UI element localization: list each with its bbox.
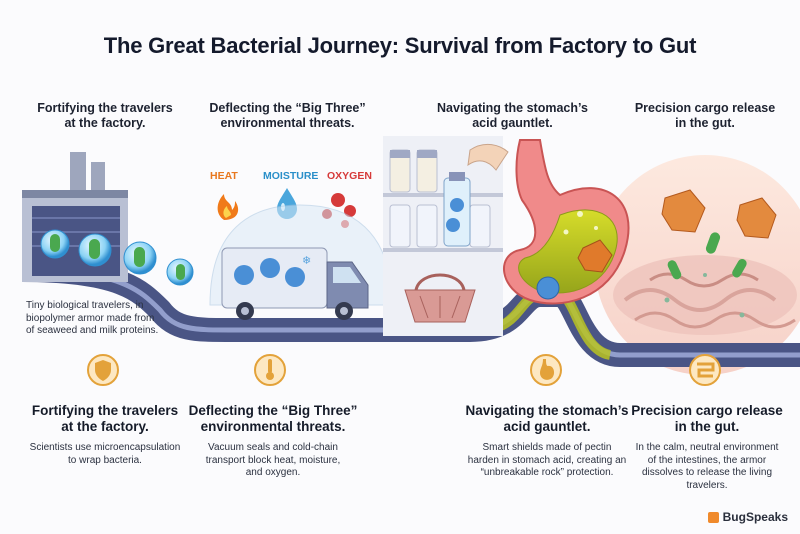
stage-1-description: Scientists use microencapsulation to wra… xyxy=(29,442,181,466)
stomach xyxy=(503,139,630,305)
shield-icon xyxy=(95,360,111,381)
stage-badge-shield xyxy=(87,354,119,386)
stage-2-heading: Deflecting the “Big Three” environmental… xyxy=(188,403,358,434)
stage-3-heading: Navigating the stomach’s acid gauntlet. xyxy=(465,403,629,434)
stage-badge-intestine xyxy=(689,354,721,386)
stage-2-top-caption: Deflecting the “Big Three” environmental… xyxy=(209,101,366,130)
stage-badge-thermometer xyxy=(254,354,286,386)
stage-4-top-caption: Precision cargo release in the gut. xyxy=(634,101,776,130)
stage-badge-stomach xyxy=(530,354,562,386)
encapsulated-bacteria-group xyxy=(40,229,194,286)
stomach-icon xyxy=(540,359,555,380)
delivery-truck: ❄ xyxy=(209,204,393,320)
intestine-scene xyxy=(595,155,800,375)
brand-name: BugSpeaks xyxy=(722,510,788,524)
stage-1-heading: Fortifying the travelers at the factory. xyxy=(31,403,179,434)
stage-2-description: Vacuum seals and cold-chain transport bl… xyxy=(205,442,341,478)
threat-label-moisture: MOISTURE xyxy=(263,170,319,182)
factory-note: Tiny biological travelers, in biopolymer… xyxy=(26,300,159,336)
page-title: The Great Bacterial Journey: Survival fr… xyxy=(103,33,697,58)
stage-1-top-caption: Fortifying the travelers at the factory. xyxy=(37,101,173,130)
stage-4-description: In the calm, neutral environment of the … xyxy=(635,442,779,491)
stage-3-description: Smart shields made of pectin harden in s… xyxy=(467,442,627,478)
stage-4-heading: Precision cargo release in the gut. xyxy=(631,403,783,434)
brand-mark-icon xyxy=(707,511,719,523)
thermometer-icon xyxy=(266,359,274,380)
stage-3-top-caption: Navigating the stomach’s acid gauntlet. xyxy=(437,101,588,130)
threat-label-oxygen: OXYGEN xyxy=(327,170,372,182)
flame-icon xyxy=(217,194,239,220)
released-bacteria xyxy=(661,189,777,280)
svg-text:❄: ❄ xyxy=(302,254,311,267)
threat-label-heat: HEAT xyxy=(210,170,238,182)
shopping-basket xyxy=(404,273,476,323)
brand-logo: BugSpeaks xyxy=(707,510,788,524)
factory xyxy=(22,152,128,282)
intestine-icon xyxy=(697,362,715,378)
